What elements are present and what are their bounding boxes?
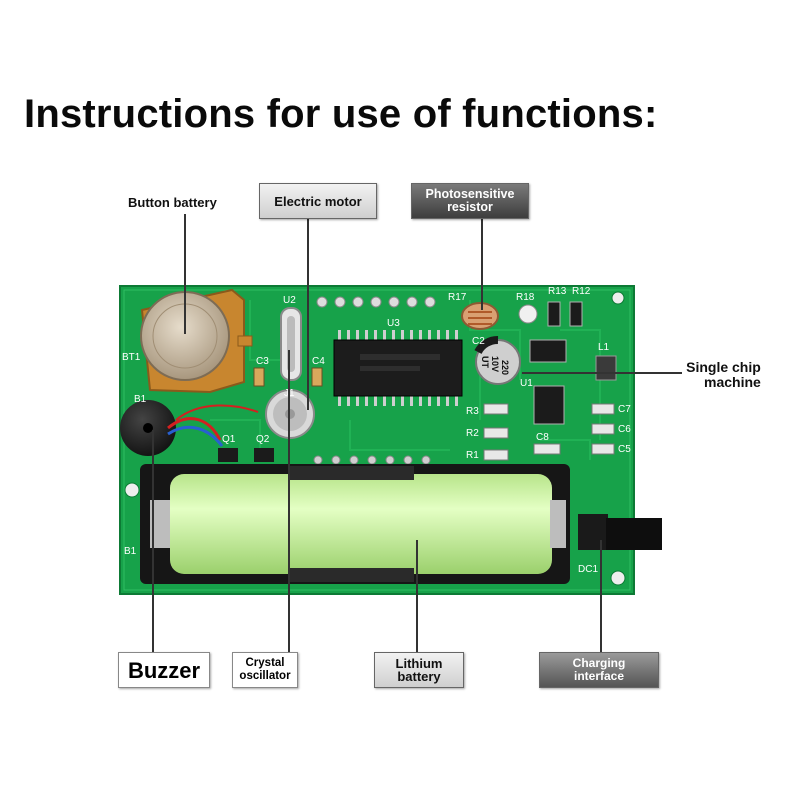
leader-buzzer xyxy=(152,430,154,652)
cap-text-2: 10V xyxy=(490,356,500,372)
label-photosensitive-line1: Photosensitive xyxy=(425,187,515,201)
label-button-battery: Button battery xyxy=(128,195,217,210)
silk-c7: C7 xyxy=(618,404,631,415)
page-title: Instructions for use of functions: xyxy=(24,92,658,136)
silk-c2: C2 xyxy=(472,336,485,347)
silk-c6: C6 xyxy=(618,424,631,435)
label-buzzer: Buzzer xyxy=(118,652,210,688)
silk-r1: R1 xyxy=(466,450,479,461)
label-crystal-line1: Crystal xyxy=(245,657,285,669)
silk-r2: R2 xyxy=(466,428,479,439)
label-lithium-line2: battery xyxy=(397,669,441,684)
cap-text-1: 220 xyxy=(500,360,510,375)
microcontroller-u3 xyxy=(333,330,463,406)
buzzer-part xyxy=(120,400,259,456)
silk-r17: R17 xyxy=(448,292,467,303)
silk-r3: R3 xyxy=(466,406,479,417)
crystal-oscillator-part xyxy=(280,307,302,381)
label-single-chip-machine: Single chip machine xyxy=(680,360,761,390)
label-charging-line2: interface xyxy=(573,669,625,683)
silk-c8: C8 xyxy=(536,432,549,443)
silk-dc1: DC1 xyxy=(578,564,598,575)
photosensitive-resistor-part xyxy=(461,302,499,330)
silk-u2: U2 xyxy=(283,295,296,306)
leader-electric-motor xyxy=(307,210,309,410)
label-lithium-line1: Lithium xyxy=(395,656,443,671)
silk-c4: C4 xyxy=(312,356,325,367)
label-photosensitive-resistor: Photosensitive resistor xyxy=(411,183,529,219)
leader-single-chip xyxy=(522,372,682,374)
label-lithium-battery: Lithium battery xyxy=(374,652,464,688)
leader-photoresistor xyxy=(481,218,483,310)
label-crystal-oscillator: Crystal oscillator xyxy=(232,652,298,688)
silk-r13: R13 xyxy=(548,286,567,297)
electric-motor-part xyxy=(265,389,315,439)
silk-q2: Q2 xyxy=(256,434,270,445)
silk-u3: U3 xyxy=(387,318,400,329)
silk-bt1b: B1 xyxy=(124,546,137,557)
cap-text-3: UT xyxy=(480,356,490,368)
label-crystal-line2: oscillator xyxy=(239,670,291,682)
capacitor-c2 xyxy=(474,336,521,385)
silk-u1: U1 xyxy=(520,378,533,389)
leader-button-battery xyxy=(184,214,186,334)
label-single-chip-line1: Single chip xyxy=(686,359,761,375)
label-electric-motor: Electric motor xyxy=(259,183,377,219)
lithium-battery-part xyxy=(140,464,570,584)
label-electric-motor-text: Electric motor xyxy=(274,193,362,209)
silk-c3: C3 xyxy=(256,356,269,367)
label-buzzer-text: Buzzer xyxy=(127,657,201,683)
silk-j1: J1 xyxy=(284,388,295,399)
leader-lithium xyxy=(416,540,418,652)
silk-r12: R12 xyxy=(572,286,591,297)
label-photosensitive-line2: resistor xyxy=(447,200,493,214)
label-single-chip-line2: machine xyxy=(704,374,761,390)
leader-crystal xyxy=(288,350,290,652)
button-battery xyxy=(140,288,253,394)
charging-interface-part xyxy=(578,514,662,550)
silk-q1: Q1 xyxy=(222,434,236,445)
label-charging-line1: Charging xyxy=(572,656,626,670)
label-charging-interface: Charging interface xyxy=(539,652,659,688)
silk-l1: L1 xyxy=(598,342,610,353)
silk-c5: C5 xyxy=(618,444,631,455)
silk-b1: B1 xyxy=(134,394,147,405)
silk-bt1: BT1 xyxy=(122,352,141,363)
silk-r18: R18 xyxy=(516,292,535,303)
leader-charging xyxy=(600,540,602,652)
